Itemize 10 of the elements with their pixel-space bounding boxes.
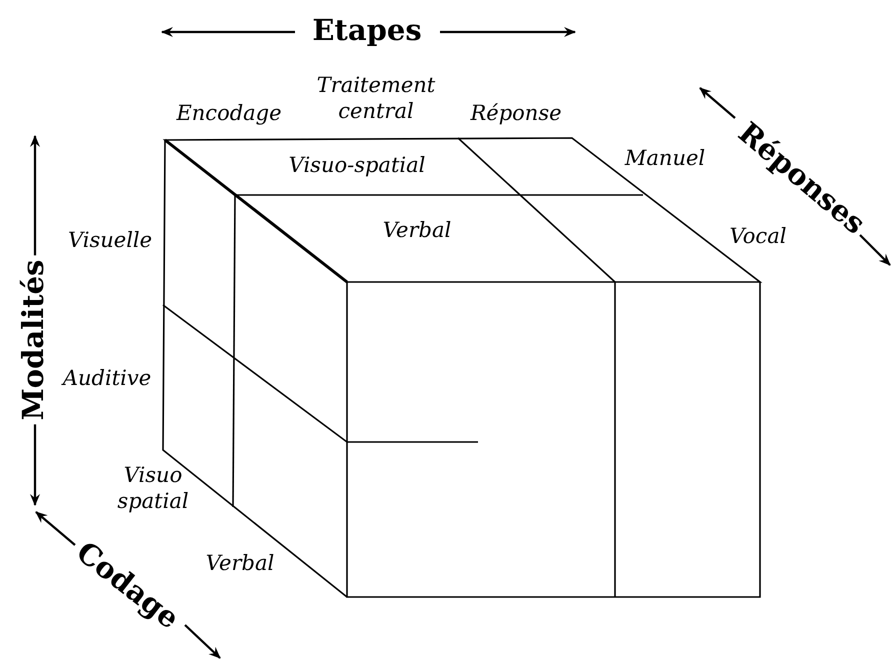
dimension-label: Auditive [62, 365, 152, 391]
dimension-label: Réponse [470, 100, 562, 126]
dimension-label: Visuo spatial [116, 462, 190, 514]
dimension-label: Visuelle [68, 227, 152, 253]
dimension-label: Visuo-spatial [288, 152, 426, 178]
dimension-label: Encodage [176, 100, 282, 126]
dimension-label: Traitement central [316, 72, 436, 124]
dimension-label: Verbal [382, 217, 452, 243]
dimension-label: Verbal [206, 550, 274, 576]
dimension-label: Manuel [624, 145, 706, 171]
